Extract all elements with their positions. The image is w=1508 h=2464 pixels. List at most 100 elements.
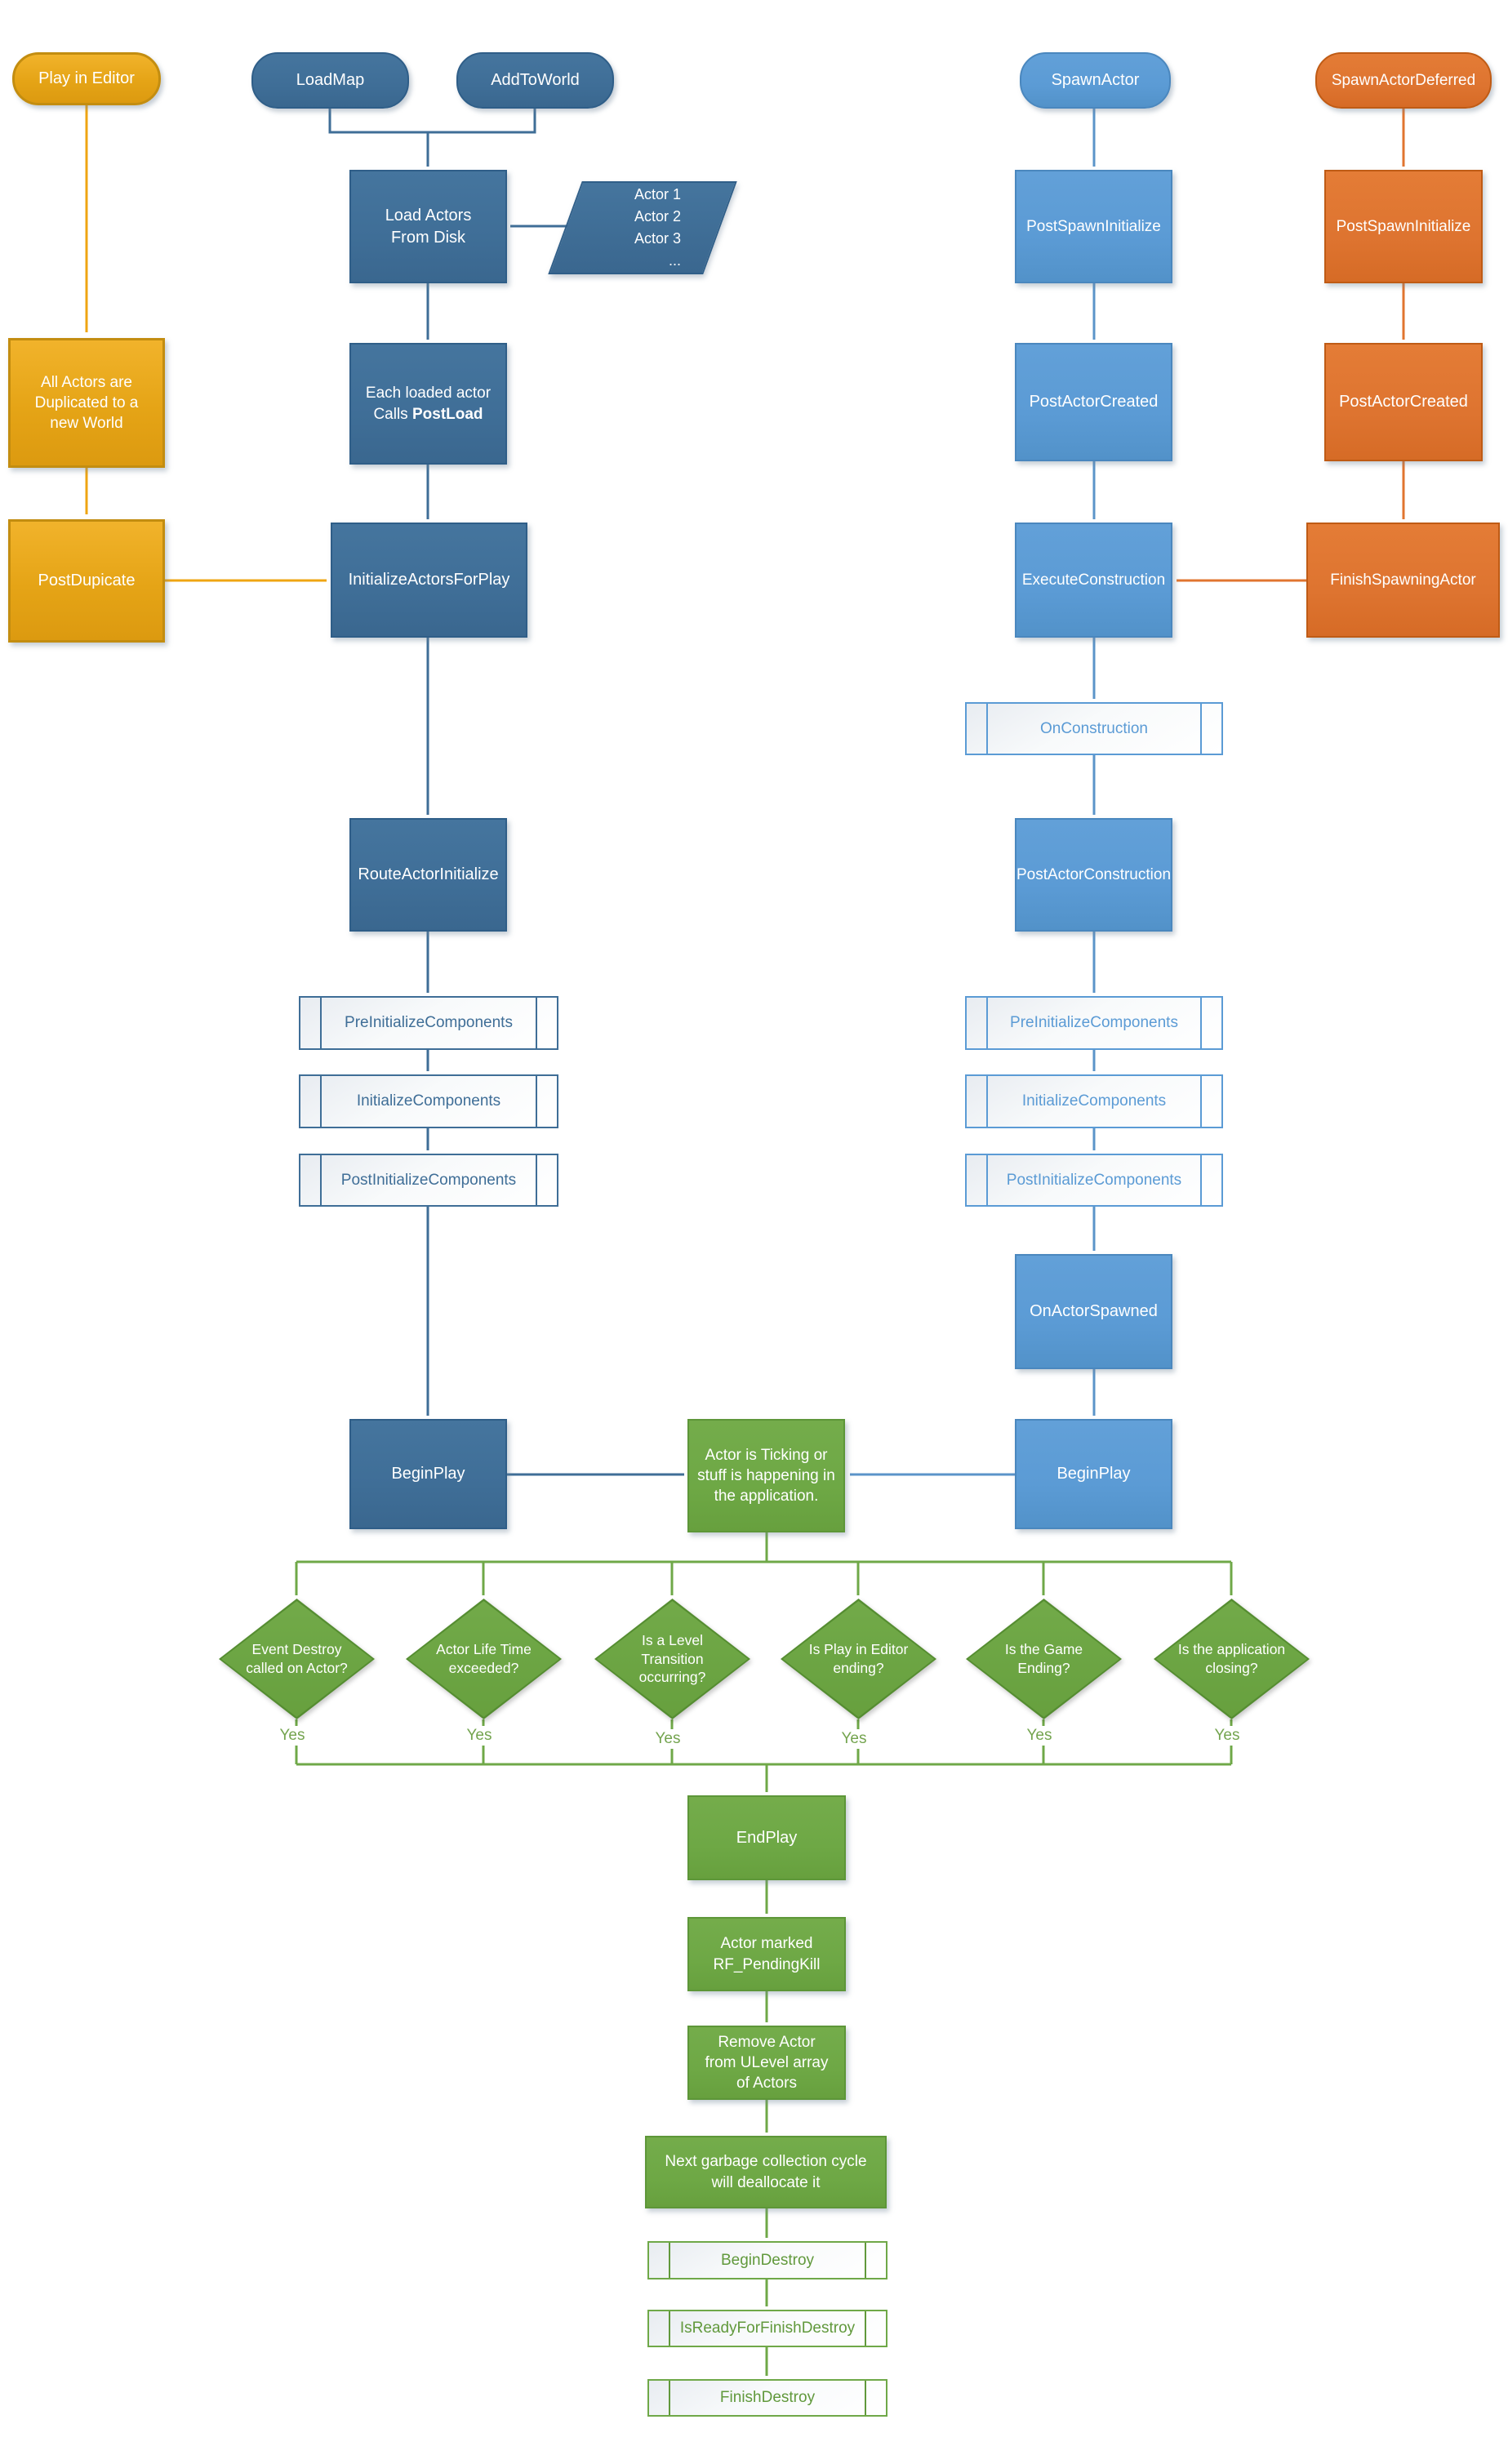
process-post-spawn-initialize-blue-label: PostSpawnInitialize xyxy=(1026,217,1161,235)
subroutine-initialize-components-right-label: InitializeComponents xyxy=(1021,1092,1167,1110)
subroutine-begin-destroy-label: BeginDestroy xyxy=(720,2251,815,2269)
subroutine-begin-destroy: BeginDestroy xyxy=(647,2241,887,2279)
decision-pie-ending: Is Play in Editor ending? xyxy=(781,1599,936,1719)
connectors-blue-light xyxy=(850,109,1096,1476)
process-finish-spawning-actor-label: FinishSpawningActor xyxy=(1330,571,1476,589)
process-next-gc-cycle: Next garbage collection cycle will deall… xyxy=(645,2136,887,2208)
process-route-actor-initialize: RouteActorInitialize xyxy=(349,818,507,932)
terminator-add-to-world: AddToWorld xyxy=(456,52,614,109)
label-yes-6: Yes xyxy=(1198,1726,1257,1746)
subroutine-is-ready-for-finish-destroy: IsReadyForFinishDestroy xyxy=(647,2310,887,2347)
process-begin-play-left: BeginPlay xyxy=(349,1419,507,1529)
process-initialize-actors-for-play-label: InitializeActorsForPlay xyxy=(348,571,510,589)
data-actor-list-text: Actor 1 Actor 2 Actor 3 ... xyxy=(567,183,718,273)
subroutine-initialize-components-left-label: InitializeComponents xyxy=(356,1092,501,1110)
process-post-actor-created-blue: PostActorCreated xyxy=(1015,343,1172,461)
actor-list-item: ... xyxy=(668,252,681,269)
subroutine-finish-destroy-label: FinishDestroy xyxy=(719,2389,816,2407)
terminator-spawn-actor-deferred: SpawnActorDeferred xyxy=(1315,52,1492,109)
process-post-actor-construction-label: PostActorConstruction xyxy=(1016,865,1172,883)
each-loaded-actor-postload-bold: PostLoad xyxy=(411,405,483,423)
process-route-actor-initialize-label: RouteActorInitialize xyxy=(358,865,499,884)
process-execute-construction: ExecuteConstruction xyxy=(1015,523,1172,638)
decision-actor-lifetime: Actor Life Time exceeded? xyxy=(406,1599,562,1719)
process-post-actor-created-orange-label: PostActorCreated xyxy=(1339,393,1468,411)
process-begin-play-left-label: BeginPlay xyxy=(391,1465,465,1483)
each-loaded-actor-line1: Each loaded actor xyxy=(365,385,492,403)
process-begin-play-right-label: BeginPlay xyxy=(1056,1465,1131,1483)
process-initialize-actors-for-play: InitializeActorsForPlay xyxy=(331,523,527,638)
decision-application-closing-label: Is the application closing? xyxy=(1177,1641,1286,1676)
subroutine-pre-initialize-components-left: PreInitializeComponents xyxy=(299,996,558,1050)
actor-list-item: Actor 2 xyxy=(634,208,681,225)
subroutine-on-construction: OnConstruction xyxy=(965,702,1223,755)
subroutine-initialize-components-right: InitializeComponents xyxy=(965,1074,1223,1128)
subroutine-is-ready-for-finish-destroy-label: IsReadyForFinishDestroy xyxy=(679,2319,856,2337)
decision-event-destroy: Event Destroy called on Actor? xyxy=(219,1599,375,1719)
connectors-orange xyxy=(1177,109,1405,582)
subroutine-finish-destroy: FinishDestroy xyxy=(647,2379,887,2417)
decision-level-transition-label: Is a Level Transition occurring? xyxy=(638,1631,706,1686)
subroutine-post-initialize-components-left-label: PostInitializeComponents xyxy=(340,1171,517,1189)
decision-pie-ending-label: Is Play in Editor ending? xyxy=(808,1641,909,1676)
decision-game-ending: Is the Game Ending? xyxy=(966,1599,1122,1719)
subroutine-post-initialize-components-right: PostInitializeComponents xyxy=(965,1154,1223,1207)
process-post-spawn-initialize-orange: PostSpawnInitialize xyxy=(1324,170,1483,283)
process-begin-play-right: BeginPlay xyxy=(1015,1419,1172,1529)
terminator-load-map: LoadMap xyxy=(251,52,409,109)
terminator-spawn-actor-deferred-label: SpawnActorDeferred xyxy=(1331,71,1476,89)
process-actor-ticking-label: Actor is Ticking or stuff is happening i… xyxy=(697,1446,835,1506)
subroutine-pre-initialize-components-right: PreInitializeComponents xyxy=(965,996,1223,1050)
process-post-actor-created-blue-label: PostActorCreated xyxy=(1029,393,1159,411)
label-yes-5: Yes xyxy=(1010,1726,1069,1746)
terminator-add-to-world-label: AddToWorld xyxy=(491,71,580,90)
each-loaded-actor-line2: Calls PostLoad xyxy=(366,404,491,425)
process-next-gc-cycle-label: Next garbage collection cycle will deall… xyxy=(665,2153,867,2191)
terminator-load-map-label: LoadMap xyxy=(296,71,365,90)
actor-list-item: Actor 3 xyxy=(634,230,681,247)
subroutine-pre-initialize-components-left-label: PreInitializeComponents xyxy=(345,1014,513,1032)
connectors-blue-dark xyxy=(328,109,684,1476)
process-load-actors-from-disk-label: Load Actors From Disk xyxy=(385,207,472,247)
process-all-actors-duplicated: All Actors are Duplicated to a new World xyxy=(8,338,165,468)
process-post-spawn-initialize-blue: PostSpawnInitialize xyxy=(1015,170,1172,283)
process-post-dupicate-label: PostDupicate xyxy=(38,572,136,590)
subroutine-post-initialize-components-left: PostInitializeComponents xyxy=(299,1154,558,1207)
decision-actor-lifetime-label: Actor Life Time exceeded? xyxy=(436,1641,532,1676)
process-actor-marked-pending-kill-label: Actor marked RF_PendingKill xyxy=(713,1935,821,1973)
process-load-actors-from-disk: Load Actors From Disk xyxy=(349,170,507,283)
label-yes-2: Yes xyxy=(450,1726,509,1746)
label-yes-4: Yes xyxy=(825,1729,883,1749)
label-yes-1: Yes xyxy=(263,1726,322,1746)
decision-application-closing: Is the application closing? xyxy=(1154,1599,1310,1719)
subroutine-post-initialize-components-right-label: PostInitializeComponents xyxy=(1006,1171,1182,1189)
label-yes-3: Yes xyxy=(638,1729,697,1749)
process-on-actor-spawned-label: OnActorSpawned xyxy=(1030,1302,1158,1321)
terminator-play-in-editor: Play in Editor xyxy=(12,52,161,105)
decision-level-transition: Is a Level Transition occurring? xyxy=(594,1599,750,1719)
process-remove-actor-from-ulevel: Remove Actor from ULevel array of Actors xyxy=(687,2026,846,2100)
process-post-actor-created-orange: PostActorCreated xyxy=(1324,343,1483,461)
process-finish-spawning-actor: FinishSpawningActor xyxy=(1306,523,1500,638)
subroutine-initialize-components-left: InitializeComponents xyxy=(299,1074,558,1128)
decision-game-ending-label: Is the Game Ending? xyxy=(1004,1641,1083,1676)
each-loaded-actor-line2-prefix: Calls xyxy=(373,405,412,423)
process-end-play: EndPlay xyxy=(687,1795,846,1880)
data-actor-list: Actor 1 Actor 2 Actor 3 ... xyxy=(548,181,737,274)
process-on-actor-spawned: OnActorSpawned xyxy=(1015,1254,1172,1369)
terminator-play-in-editor-label: Play in Editor xyxy=(38,69,135,88)
process-actor-ticking: Actor is Ticking or stuff is happening i… xyxy=(687,1419,845,1532)
connectors-gold xyxy=(85,105,327,582)
process-execute-construction-label: ExecuteConstruction xyxy=(1021,571,1166,589)
process-post-dupicate: PostDupicate xyxy=(8,519,165,643)
process-remove-actor-from-ulevel-label: Remove Actor from ULevel array of Actors xyxy=(705,2033,829,2093)
process-post-spawn-initialize-orange-label: PostSpawnInitialize xyxy=(1336,217,1471,235)
terminator-spawn-actor: SpawnActor xyxy=(1020,52,1171,109)
process-post-actor-construction: PostActorConstruction xyxy=(1015,818,1172,932)
decision-event-destroy-label: Event Destroy called on Actor? xyxy=(246,1641,348,1676)
process-all-actors-duplicated-label: All Actors are Duplicated to a new World xyxy=(34,373,139,433)
connectors-green xyxy=(295,1532,1233,2376)
process-end-play-label: EndPlay xyxy=(736,1828,798,1847)
